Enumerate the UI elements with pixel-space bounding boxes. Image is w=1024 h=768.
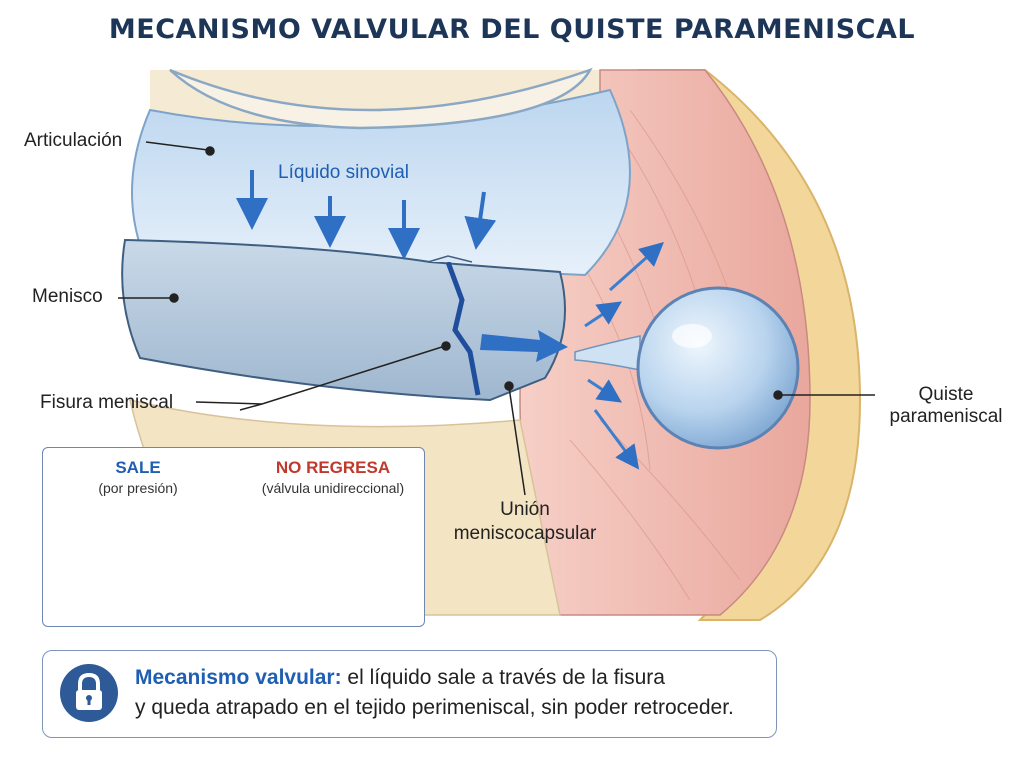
summary-strong: Mecanismo valvular: bbox=[135, 666, 342, 689]
no-regresa-title: NO REGRESA bbox=[275, 458, 391, 477]
label-quiste-line2: parameniscal bbox=[889, 406, 1003, 427]
summary-line2: y queda atrapado en el tejido perimenisc… bbox=[135, 696, 734, 719]
summary-line1-text: el líquido sale a través de la fisura bbox=[341, 666, 665, 689]
label-union: Unión meniscocapsular bbox=[448, 498, 602, 546]
lock-icon bbox=[60, 664, 118, 722]
sale-subtitle: (por presión) bbox=[98, 480, 178, 496]
page-title: MECANISMO VALVULAR DEL QUISTE PARAMENISC… bbox=[108, 14, 916, 45]
summary-box: Mecanismo valvular: el líquido sale a tr… bbox=[42, 650, 777, 738]
meniscal-tear bbox=[445, 261, 481, 396]
no-regresa-subtitle: (válvula unidireccional) bbox=[261, 480, 405, 496]
label-articulacion: Articulación bbox=[24, 130, 123, 151]
cyst bbox=[636, 286, 800, 450]
flow-arrow bbox=[480, 330, 568, 362]
inset-panel bbox=[42, 447, 425, 627]
inset-no-head: NO REGRESA (válvula unidireccional) bbox=[248, 458, 418, 496]
label-menisco: Menisco bbox=[32, 286, 103, 307]
summary-line1: Mecanismo valvular: el líquido sale a tr… bbox=[135, 663, 734, 693]
label-union-line1: Unión bbox=[500, 499, 550, 520]
sale-title: SALE bbox=[115, 458, 161, 477]
label-quiste-line1: Quiste bbox=[918, 384, 974, 405]
inset-sale-head: SALE (por presión) bbox=[58, 458, 218, 496]
label-quiste: Quiste parameniscal bbox=[878, 384, 1014, 428]
summary-text: Mecanismo valvular: el líquido sale a tr… bbox=[135, 663, 734, 723]
femoral-condyle bbox=[169, 67, 593, 130]
label-union-line2: meniscocapsular bbox=[453, 523, 597, 544]
label-liquido-sinovial: Líquido sinovial bbox=[278, 162, 409, 183]
label-fisura: Fisura meniscal bbox=[40, 392, 174, 413]
